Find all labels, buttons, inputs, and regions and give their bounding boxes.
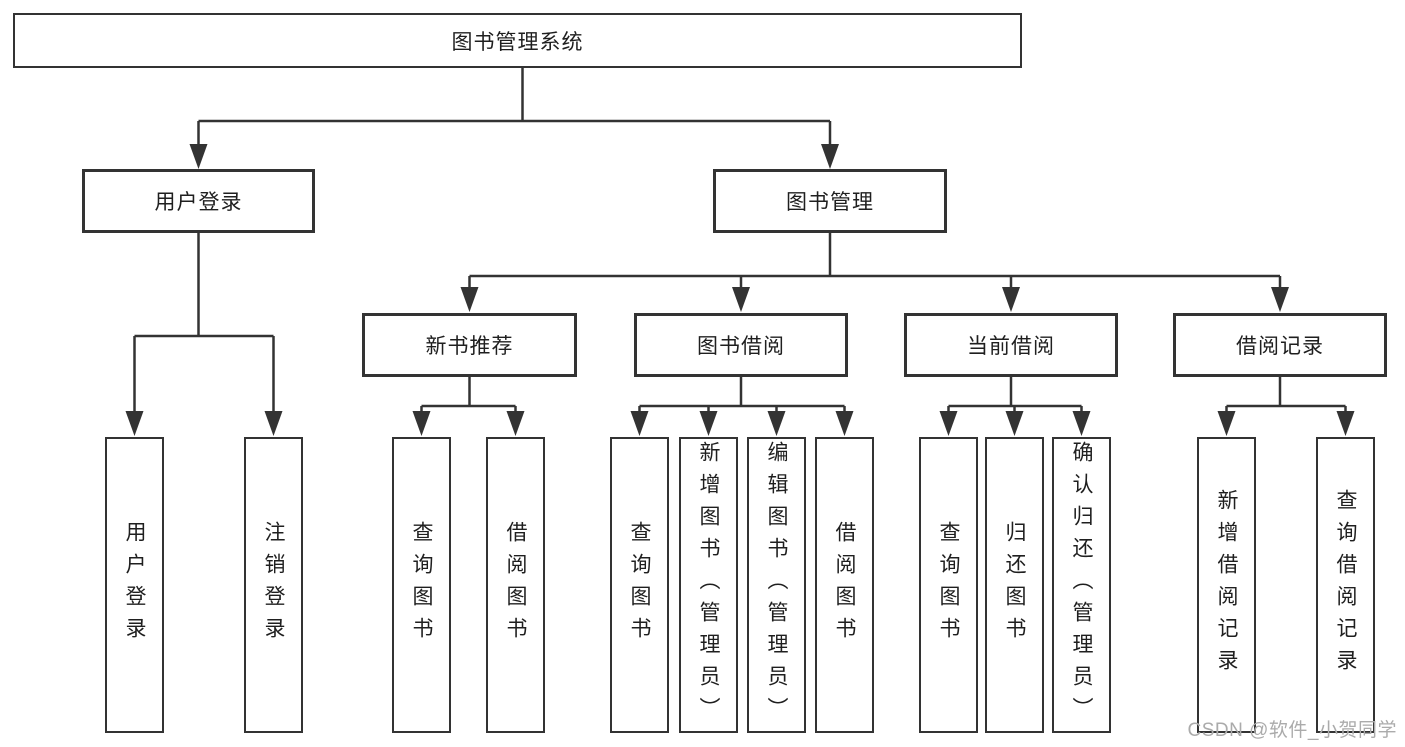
leaf-user-login: 用户登录 xyxy=(105,437,164,733)
node-current-borrowing: 当前借阅 xyxy=(904,313,1118,377)
node-user-login-label: 用户登录 xyxy=(154,191,243,214)
leaf-return-book-label: 归还图书 xyxy=(1003,521,1026,649)
leaf-query-borrow-record-label: 查询借阅记录 xyxy=(1334,489,1357,681)
leaf-borrow-books-borrowing-label: 借阅图书 xyxy=(833,521,856,649)
leaf-query-borrow-record: 查询借阅记录 xyxy=(1316,437,1375,733)
leaf-return-book: 归还图书 xyxy=(985,437,1044,733)
node-root-label: 图书管理系统 xyxy=(451,30,584,54)
leaf-borrow-books-recommend: 借阅图书 xyxy=(486,437,545,733)
connector-user-login-to-leaves xyxy=(125,233,283,436)
node-book-management: 图书管理 xyxy=(713,169,947,233)
node-borrowing-records-label: 借阅记录 xyxy=(1236,335,1324,358)
node-current-borrowing-label: 当前借阅 xyxy=(967,335,1055,358)
connector-recommendation-to-leaves xyxy=(412,377,525,436)
leaf-query-books-current: 查询图书 xyxy=(919,437,978,733)
node-borrowing-records: 借阅记录 xyxy=(1173,313,1387,377)
node-book-management-label: 图书管理 xyxy=(786,191,874,214)
leaf-borrow-books-borrowing: 借阅图书 xyxy=(815,437,874,733)
node-root: 图书管理系统 xyxy=(13,13,1022,68)
node-book-borrowing: 图书借阅 xyxy=(634,313,848,377)
leaf-add-book-admin: 新增图书（管理员） xyxy=(679,437,738,733)
leaf-query-books-recommend: 查询图书 xyxy=(392,437,451,733)
leaf-query-books-borrowing-label: 查询图书 xyxy=(628,521,651,649)
connector-book-management-to-level2 xyxy=(460,233,1289,312)
leaf-logout-label: 注销登录 xyxy=(262,521,285,649)
leaf-logout: 注销登录 xyxy=(244,437,303,733)
leaf-edit-book-admin-label: 编辑图书（管理员） xyxy=(765,441,788,729)
leaf-user-login-label: 用户登录 xyxy=(123,521,146,649)
csdn-watermark: CSDN @软件_小贺同学 xyxy=(1187,720,1397,741)
node-user-login: 用户登录 xyxy=(82,169,315,233)
leaf-borrow-books-recommend-label: 借阅图书 xyxy=(504,521,527,649)
node-book-borrowing-label: 图书借阅 xyxy=(697,335,785,358)
leaf-confirm-return-admin: 确认归还（管理员） xyxy=(1052,437,1111,733)
leaf-confirm-return-admin-label: 确认归还（管理员） xyxy=(1070,441,1093,729)
connector-records-to-leaves xyxy=(1217,377,1355,436)
connector-current-to-leaves xyxy=(939,377,1091,436)
leaf-add-borrow-record-label: 新增借阅记录 xyxy=(1215,489,1238,681)
connector-borrowing-to-leaves xyxy=(630,377,854,436)
leaf-add-book-admin-label: 新增图书（管理员） xyxy=(697,441,720,729)
leaf-add-borrow-record: 新增借阅记录 xyxy=(1197,437,1256,733)
connector-root-to-level1 xyxy=(189,67,839,169)
leaf-query-books-current-label: 查询图书 xyxy=(937,521,960,649)
leaf-query-books-recommend-label: 查询图书 xyxy=(410,521,433,649)
leaf-query-books-borrowing: 查询图书 xyxy=(610,437,669,733)
node-new-book-recommendation: 新书推荐 xyxy=(362,313,577,377)
node-new-book-recommendation-label: 新书推荐 xyxy=(425,335,514,358)
leaf-edit-book-admin: 编辑图书（管理员） xyxy=(747,437,806,733)
